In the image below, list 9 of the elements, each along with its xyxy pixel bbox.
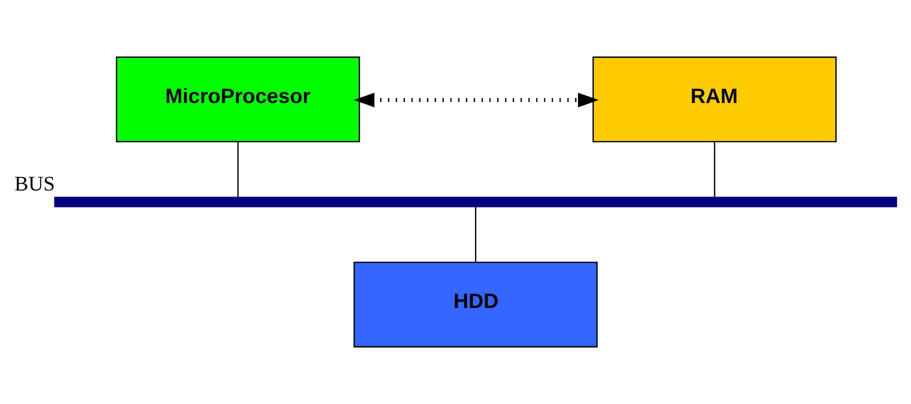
- node-box: HDD: [354, 262, 598, 348]
- connector: [237, 142, 239, 198]
- arrow: [354, 92, 599, 108]
- node-bar: [54, 196, 898, 208]
- node-box: MicroProcesor: [116, 56, 360, 142]
- connector: [714, 142, 716, 198]
- connector: [474, 206, 476, 262]
- node-label: BUS: [14, 172, 55, 196]
- node-box: RAM: [592, 56, 837, 142]
